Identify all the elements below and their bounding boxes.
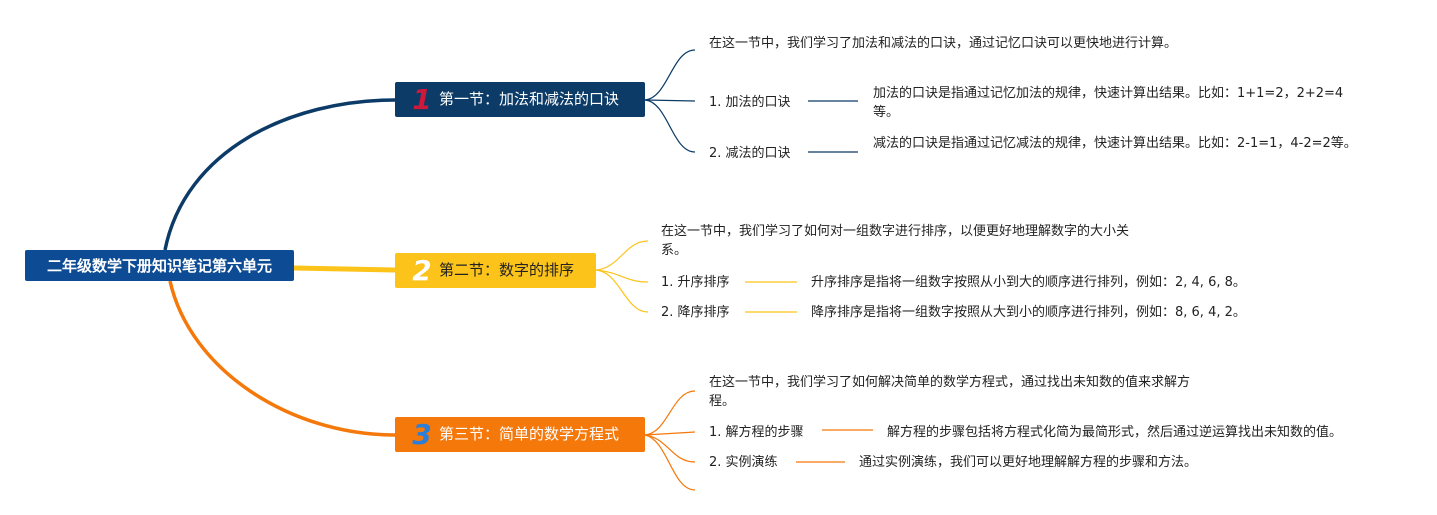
section-3-item-1-desc: 解方程的步骤包括将方程式化简为最简形式，然后通过逆运算找出未知数的值。 [887, 425, 1343, 440]
section-3-title: 第三节：简单的数学方程式 [439, 425, 620, 443]
section-1-intro: 在这一节中，我们学习了加法和减法的口诀，通过记忆口诀可以更快地进行计算。 [709, 36, 1178, 51]
section-3-item-1-label: 1. 解方程的步骤 [709, 425, 804, 440]
section-3-item-2-desc: 通过实例演练，我们可以更好地理解解方程的步骤和方法。 [859, 455, 1198, 470]
section-1-item-2-desc: 减法的口诀是指通过记忆减法的规律，快速计算出结果。比如：2-1=1，4-2=2等… [873, 136, 1357, 151]
fan-1-intro [644, 49, 696, 101]
section-1-item-1-desc: 加法的口诀是指通过记忆加法的规律，快速计算出结果。比如：1+1=2，2+2=4等… [873, 86, 1344, 120]
section-2-intro: 在这一节中，我们学习了如何对一组数字进行排序，以便更好地理解数字的大小关系。 [661, 224, 1130, 258]
section-2-item-1-label: 1. 升序排序 [661, 275, 730, 290]
fan-2-intro [595, 240, 649, 271]
section-1-item-2-label: 2. 减法的口诀 [709, 146, 791, 161]
section-2-item-2-label: 2. 降序排序 [661, 305, 730, 320]
fan-1-item2 [644, 99, 696, 153]
section-2-number: 2 [412, 254, 432, 287]
root-topic[interactable]: 二年级数学下册知识笔记第六单元 [25, 250, 294, 281]
branch-line-3 [168, 280, 396, 437]
section-3-number: 3 [412, 418, 432, 451]
branch-line-2 [293, 265, 396, 273]
fan-3-intro [644, 390, 696, 436]
section-1-number: 1 [412, 83, 432, 116]
fan-3-extra [644, 434, 696, 491]
section-1-title: 第一节：加法和减法的口诀 [439, 90, 620, 108]
branch-line-1 [163, 98, 396, 251]
section-2-item-1-desc: 升序排序是指将一组数字按照从小到大的顺序进行排列，例如：2, 4, 6, 8。 [811, 275, 1246, 290]
section-1-item-1-label: 1. 加法的口诀 [709, 95, 791, 110]
section-3-topic[interactable]: 3 第三节：简单的数学方程式 [395, 417, 645, 452]
fan-3-item2 [644, 434, 696, 463]
section-2-title: 第二节：数字的排序 [439, 261, 575, 279]
fan-1-item1 [644, 99, 696, 102]
fan-3-item1 [644, 431, 696, 436]
fan-2-item2 [595, 269, 649, 313]
section-3-intro: 在这一节中，我们学习了如何解决简单的数学方程式，通过找出未知数的值来求解方程。 [709, 375, 1191, 409]
section-3-item-2-label: 2. 实例演练 [709, 455, 778, 470]
section-1-topic[interactable]: 1 第一节：加法和减法的口诀 [395, 82, 645, 117]
section-2-topic[interactable]: 2 第二节：数字的排序 [395, 253, 596, 288]
section-2-item-2-desc: 降序排序是指将一组数字按照从大到小的顺序进行排列，例如：8, 6, 4, 2。 [811, 305, 1246, 320]
